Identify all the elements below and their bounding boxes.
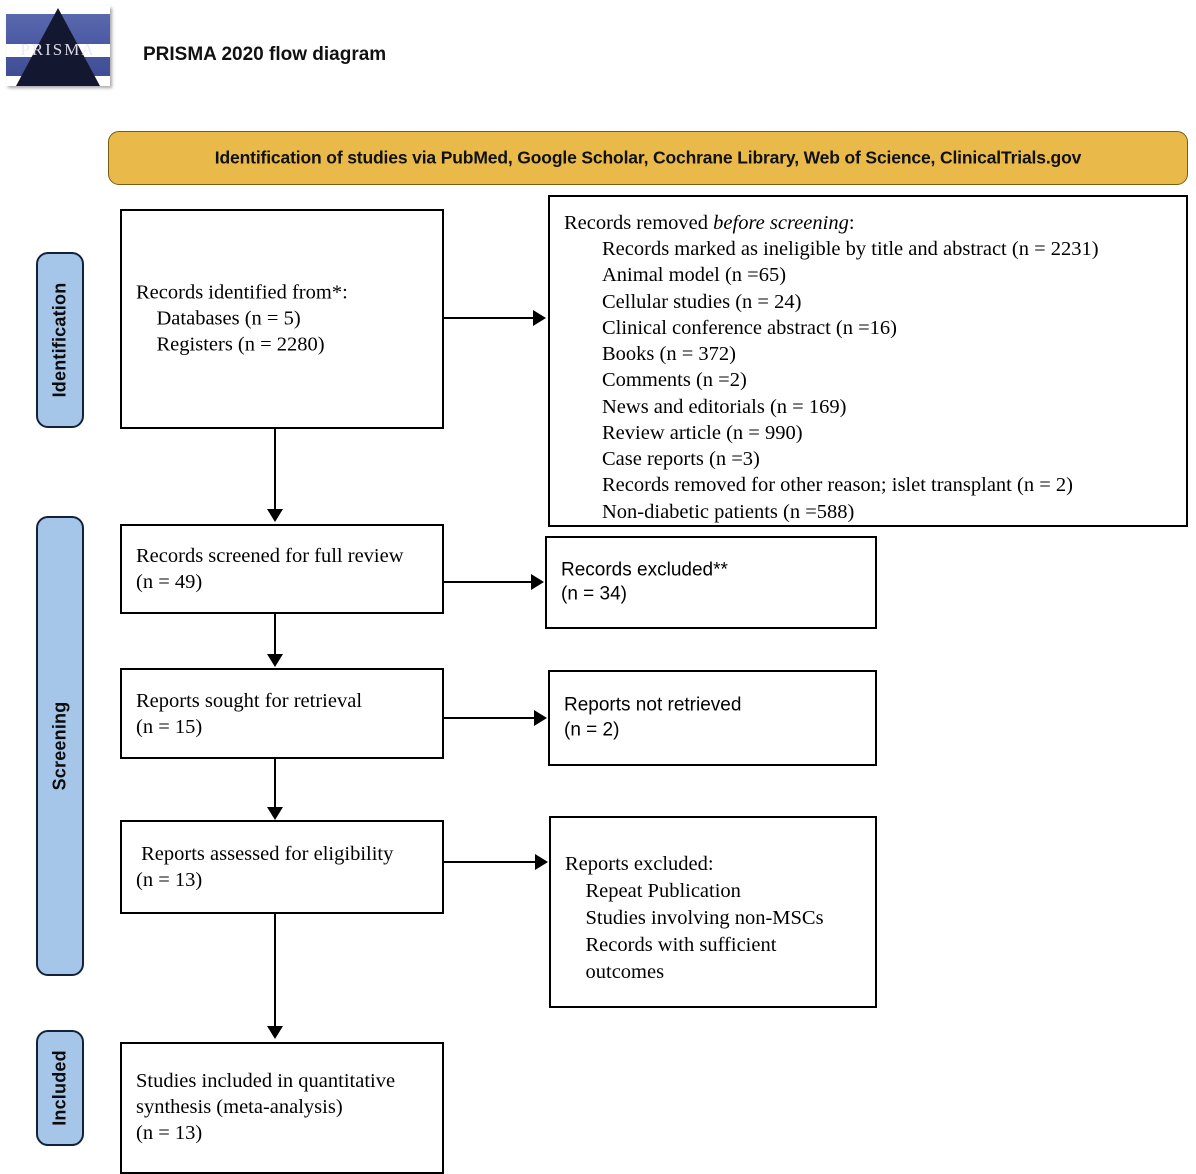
reports-excluded-line4: Records with sufficient [565,934,777,957]
arrowhead-sought-to-assessed [266,807,283,820]
arrowhead-sought-to-notretrieved [534,709,547,726]
reports-excluded-line5: outcomes [565,961,665,984]
reports-assessed-line1: Reports assessed for eligibility [136,842,394,865]
arrowhead-identified-to-screened [266,509,283,522]
reports-excluded-line3: Studies involving non-MSCs [565,907,824,930]
arrowhead-assessed-to-included [266,1026,283,1039]
records-removed-item-2: Cellular studies (n = 24) [602,290,802,313]
connector-screened-to-sought [274,614,277,656]
arrowhead-screened-to-sought [266,654,283,667]
banner-label: Identification of studies via PubMed, Go… [214,147,1082,168]
records-removed-title-suffix: : [848,212,855,234]
box-reports-assessed: Reports assessed for eligibility (n = 13… [120,820,444,914]
connector-sought-to-notretrieved [444,717,534,720]
connector-sought-to-assessed [274,759,277,809]
arrowhead-screened-to-excluded [531,573,544,590]
box-reports-sought-text: Reports sought for retrieval (n = 15) [136,687,434,739]
records-excluded-line1: Records excluded** [561,558,728,580]
box-records-identified-text: Records identified from*: Databases (n =… [136,280,434,359]
records-removed-item-10: Non-diabetic patients (n =588) [602,500,855,523]
records-removed-item-9: Records removed for other reason; islet … [602,474,1073,497]
records-identified-line2: Databases (n = 5) [136,307,301,330]
arrowhead-identified-to-removed [533,309,546,326]
stage-label-identification: Identification [36,252,84,428]
records-removed-title-prefix: Records removed [564,212,714,234]
logo-wordmark: PRISMA [20,40,96,59]
prisma-logo: PRISMA [6,6,110,86]
reports-not-retrieved-line2: (n = 2) [564,719,620,740]
page-title: PRISMA 2020 flow diagram [143,44,387,65]
box-records-removed-text: Records removed before screening: Record… [564,210,1178,525]
studies-included-line3: (n = 13) [136,1122,203,1145]
box-studies-included-text: Studies included in quantitative synthes… [136,1068,434,1147]
records-removed-item-3: Clinical conference abstract (n =16) [602,316,898,339]
box-reports-not-retrieved-text: Reports not retrieved (n = 2) [564,693,867,742]
box-records-screened-text: Records screened for full review (n = 49… [136,543,434,595]
reports-sought-line1: Reports sought for retrieval [136,689,363,712]
box-records-excluded-text: Records excluded** (n = 34) [561,558,867,607]
reports-assessed-line2: (n = 13) [136,869,203,891]
records-removed-item-7: Review article (n = 990) [602,421,803,444]
reports-not-retrieved-line1: Reports not retrieved [564,694,742,716]
records-identified-line1: Records identified from*: [136,281,348,304]
connector-identified-to-removed [444,317,533,320]
box-records-identified: Records identified from*: Databases (n =… [120,209,444,429]
connector-identified-to-screened [274,429,277,511]
stage-label-included-text: Included [49,1050,70,1126]
reports-excluded-line1: Reports excluded: [565,853,714,875]
records-removed-item-8: Case reports (n =3) [602,448,760,471]
box-records-screened: Records screened for full review (n = 49… [120,524,444,614]
records-excluded-line2: (n = 34) [561,583,628,605]
studies-included-line1: Studies included in quantitative [136,1070,396,1092]
box-studies-included: Studies included in quantitative synthes… [120,1042,444,1174]
records-screened-line2: (n = 49) [136,571,203,593]
box-reports-sought: Reports sought for retrieval (n = 15) [120,668,444,759]
box-reports-not-retrieved: Reports not retrieved (n = 2) [548,670,877,766]
box-records-excluded: Records excluded** (n = 34) [545,536,877,629]
stage-label-screening-text: Screening [49,701,70,791]
box-reports-excluded-text: Reports excluded: Repeat Publication Stu… [565,851,867,986]
records-removed-item-6: News and editorials (n = 169) [602,395,847,418]
box-reports-excluded: Reports excluded: Repeat Publication Stu… [549,816,877,1008]
reports-excluded-line2: Repeat Publication [565,880,741,903]
records-identified-line3: Registers (n = 2280) [136,334,325,357]
records-removed-item-0: Records marked as ineligible by title an… [602,238,1099,261]
connector-assessed-to-reportsexcluded [444,861,535,864]
records-screened-line1: Records screened for full review [136,544,404,567]
arrowhead-assessed-to-reportsexcluded [535,853,548,870]
connector-screened-to-excluded [444,581,531,584]
box-records-removed: Records removed before screening: Record… [548,195,1188,527]
reports-sought-line2: (n = 15) [136,715,203,738]
records-removed-item-4: Books (n = 372) [602,343,736,366]
logo-triangle-icon [16,8,100,86]
stage-label-identification-text: Identification [49,282,70,398]
box-reports-assessed-text: Reports assessed for eligibility (n = 13… [136,841,434,893]
records-removed-item-5: Comments (n =2) [602,369,747,392]
records-removed-item-1: Animal model (n =65) [602,264,787,287]
studies-included-line2: synthesis (meta-analysis) [136,1096,343,1119]
connector-assessed-to-included [274,914,277,1028]
identification-source-banner: Identification of studies via PubMed, Go… [108,131,1188,185]
stage-label-screening: Screening [36,516,84,976]
records-removed-title-italic: before screening [713,212,849,234]
stage-label-included: Included [36,1030,84,1146]
